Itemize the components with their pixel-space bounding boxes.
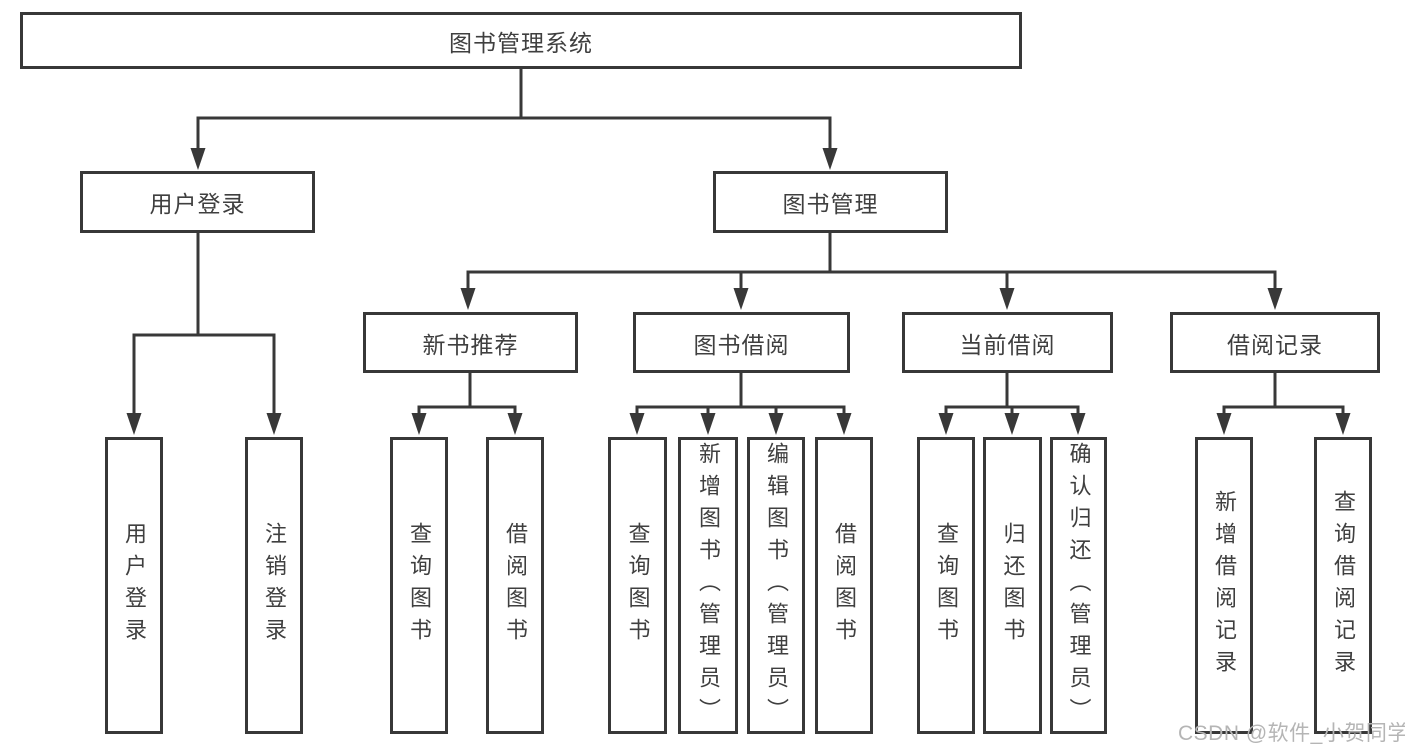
node-root: 图书管理系统 (20, 12, 1022, 69)
node-book-borrow: 图书借阅 (633, 312, 850, 373)
node-book-mgmt: 图书管理 (713, 171, 948, 233)
leaf-user-login: 用户登录 (105, 437, 163, 734)
leaf-query-books-1: 查询图书 (390, 437, 448, 734)
node-user-login-label: 用户登录 (149, 191, 246, 217)
leaf-query-books-3-label: 查询图书 (934, 521, 959, 650)
node-borrow-records: 借阅记录 (1170, 312, 1380, 373)
node-current-borrow: 当前借阅 (902, 312, 1113, 373)
node-book-borrow-label: 图书借阅 (693, 331, 790, 358)
leaf-confirm-return-admin: 确认归还（管理员） (1050, 437, 1107, 734)
leaf-query-borrow-record-label: 查询借阅记录 (1331, 489, 1356, 682)
watermark: CSDN @软件_小贺同学 (1178, 722, 1405, 745)
leaf-add-books-admin: 新增图书（管理员） (678, 437, 738, 734)
leaf-user-login-label: 用户登录 (122, 521, 147, 650)
leaf-query-borrow-record: 查询借阅记录 (1314, 437, 1372, 734)
leaf-logout: 注销登录 (245, 437, 303, 734)
leaf-add-borrow-record-label: 新增借阅记录 (1212, 489, 1237, 682)
leaf-borrow-books-2-label: 借阅图书 (832, 521, 857, 650)
leaf-logout-label: 注销登录 (262, 521, 287, 650)
node-new-book-rec-label: 新书推荐 (422, 331, 519, 358)
leaf-query-books-3: 查询图书 (917, 437, 975, 734)
leaf-return-books-label: 归还图书 (1000, 521, 1026, 650)
leaf-borrow-books-1-label: 借阅图书 (503, 521, 528, 650)
leaf-add-books-admin-label: 新增图书（管理员） (696, 441, 721, 730)
node-user-login: 用户登录 (80, 171, 315, 233)
node-new-book-rec: 新书推荐 (363, 312, 578, 373)
leaf-query-books-2-label: 查询图书 (625, 521, 651, 650)
leaf-borrow-books-2: 借阅图书 (815, 437, 873, 734)
leaf-query-books-1-label: 查询图书 (407, 521, 432, 650)
node-borrow-records-label: 借阅记录 (1227, 331, 1323, 358)
leaf-query-books-2: 查询图书 (608, 437, 667, 734)
leaf-confirm-return-admin-label: 确认归还（管理员） (1066, 441, 1092, 730)
node-root-label: 图书管理系统 (449, 29, 593, 56)
leaf-edit-books-admin: 编辑图书（管理员） (747, 437, 805, 734)
leaf-borrow-books-1: 借阅图书 (486, 437, 544, 734)
node-current-borrow-label: 当前借阅 (959, 331, 1056, 358)
node-book-mgmt-label: 图书管理 (782, 191, 879, 217)
leaf-edit-books-admin-label: 编辑图书（管理员） (764, 441, 789, 730)
leaf-add-borrow-record: 新增借阅记录 (1195, 437, 1253, 734)
leaf-return-books: 归还图书 (983, 437, 1042, 734)
